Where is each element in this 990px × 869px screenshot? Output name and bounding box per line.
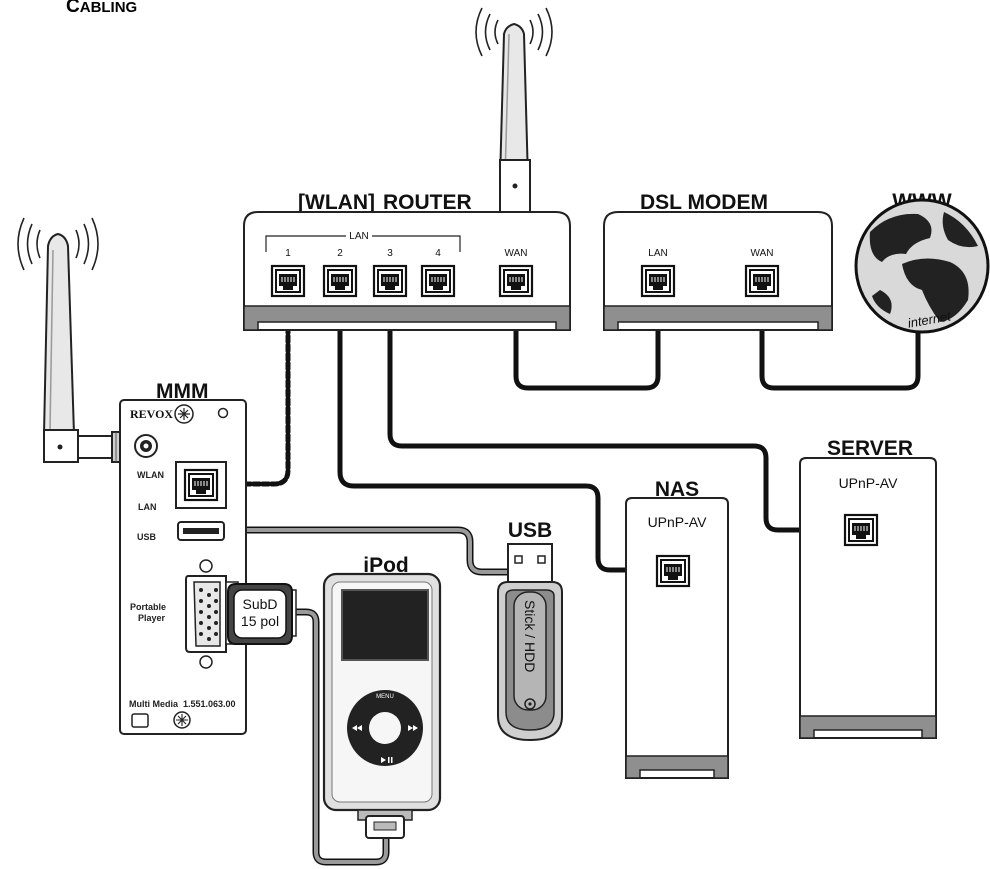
- cable-subd-inner: [290, 610, 388, 864]
- page-title: CABLING: [66, 0, 137, 17]
- router-port-1-label: 1: [285, 248, 291, 259]
- mmm-portable-label-2: Player: [138, 613, 166, 623]
- wifi-waves-mmm-icon: [17, 217, 99, 271]
- router-lan4-port-icon: [420, 264, 456, 298]
- globe-icon: WWW internet: [854, 190, 990, 334]
- mmm-subd-port-icon: [185, 559, 227, 669]
- usb-plug-icon: [507, 543, 553, 585]
- modem-title: DSL MODEM: [640, 191, 768, 214]
- server-device: SERVER UPnP-AV: [799, 437, 937, 739]
- mmm-usb-label: USB: [137, 532, 157, 542]
- mmm-title: MMM: [156, 380, 208, 403]
- ipod-device: iPod MENU: [322, 554, 442, 839]
- router-port-3-label: 3: [387, 248, 393, 259]
- router-lan3-port-icon: [372, 264, 408, 298]
- router-title: [WLAN]ROUTER: [298, 191, 472, 214]
- cable-lan1-to-mmm: [225, 297, 291, 487]
- subd-line-2: 15 pol: [241, 613, 279, 629]
- mmm-lan-label: LAN: [138, 502, 157, 512]
- ipod-screen: [341, 589, 429, 661]
- wlan-router: [WLAN]ROUTER LAN 1 2 3 4 WAN: [243, 191, 571, 331]
- click-wheel-icon: MENU: [347, 690, 423, 766]
- ipod-title: iPod: [363, 554, 409, 577]
- nas-device: NAS UPnP-AV: [625, 478, 729, 779]
- modem-wan-label: WAN: [751, 248, 774, 259]
- usb-stick-label: Stick / HDD: [522, 600, 538, 672]
- subd-line-1: SubD: [242, 596, 277, 612]
- dsl-modem: DSL MODEM LAN WAN: [603, 191, 833, 331]
- cable-lan2-to-nas: [337, 297, 661, 573]
- mmm-lan-port-icon: [183, 468, 219, 502]
- modem-lan-label: LAN: [648, 248, 667, 259]
- server-title: SERVER: [827, 437, 913, 460]
- usb-title: USB: [508, 519, 552, 542]
- modem-wan-port-icon: [744, 264, 780, 298]
- nas-title: NAS: [655, 478, 699, 501]
- cables: [225, 297, 921, 866]
- nas-lan-port-icon: [655, 554, 691, 588]
- cable-lan3-to-server: [387, 297, 851, 533]
- router-lan-group-label: LAN: [349, 231, 368, 242]
- router-port-4-label: 4: [435, 248, 441, 259]
- router-lan2-port-icon: [322, 264, 358, 298]
- server-lan-port-icon: [843, 513, 879, 547]
- wifi-waves-router-icon: [475, 7, 553, 57]
- ipod-menu-label: MENU: [376, 694, 394, 700]
- mmm-portable-label-1: Portable: [130, 602, 166, 612]
- cable-usb-inner: [226, 528, 508, 574]
- router-antenna: [475, 7, 553, 213]
- mmm-brand: REVOX: [130, 407, 173, 421]
- nas-protocol: UPnP-AV: [648, 514, 708, 530]
- cable-wan-to-modem: [513, 297, 661, 391]
- cable-modem-to-internet: [759, 297, 921, 391]
- subd-connector-icon: SubD 15 pol: [225, 581, 297, 645]
- router-wan-label: WAN: [505, 248, 528, 259]
- usb-stick: USB Stick / HDD: [497, 519, 563, 742]
- router-lan1-port-icon: [270, 264, 306, 298]
- mmm-antenna: [17, 217, 133, 463]
- router-wan-port-icon: [498, 264, 534, 298]
- mmm-info-icon: [131, 713, 149, 728]
- mmm-footer-right: 1.551.063.00: [183, 699, 236, 709]
- mmm-wlan-label: WLAN: [137, 470, 164, 480]
- modem-lan-port-icon: [640, 264, 676, 298]
- mmm-module: MMM REVOX WLAN LAN USB Portable Player: [119, 380, 247, 735]
- mmm-footer-left: Multi Media: [129, 699, 179, 709]
- router-port-2-label: 2: [337, 248, 343, 259]
- server-protocol: UPnP-AV: [839, 475, 899, 491]
